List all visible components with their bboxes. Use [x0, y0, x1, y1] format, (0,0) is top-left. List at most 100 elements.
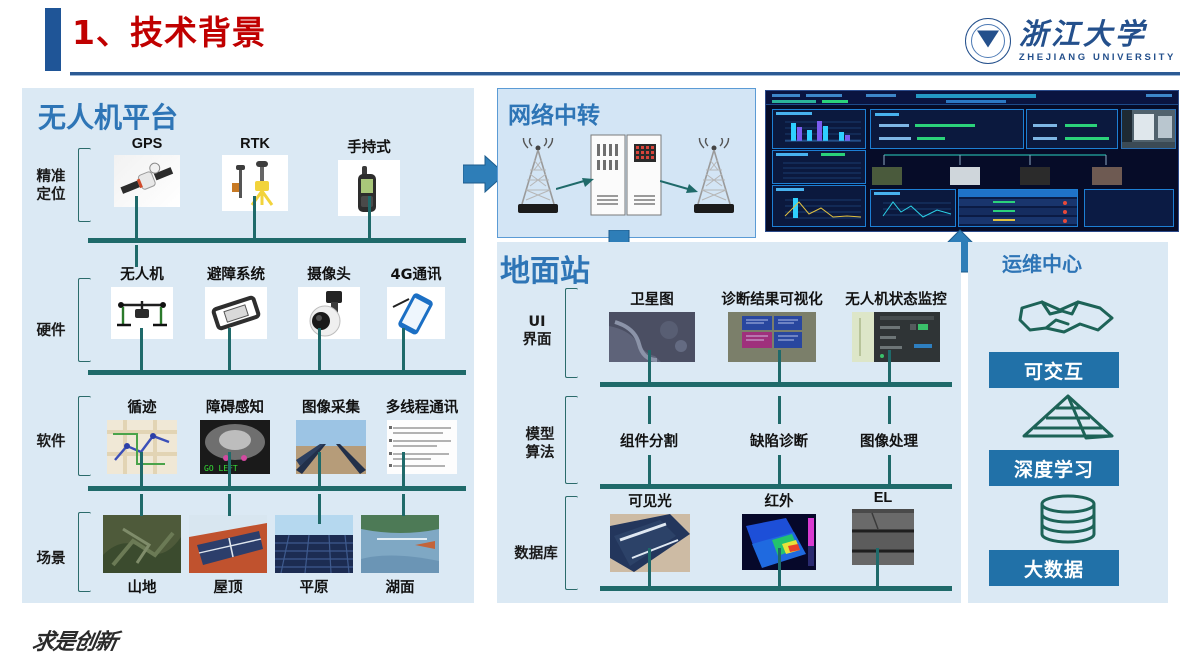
row-label-model: 模型 算法 — [525, 427, 555, 462]
lake-thumbnail — [361, 515, 439, 573]
stem-img-down — [888, 455, 891, 485]
stem-def-up — [778, 396, 781, 424]
ops-button-interactive[interactable]: 可交互 — [989, 352, 1119, 388]
footer-motto: 求是创新 — [30, 629, 119, 655]
pyramid-icon — [1008, 392, 1128, 442]
obstacle-system-thumbnail — [205, 287, 267, 339]
zju-emblem-icon — [964, 18, 1011, 64]
stem-plain — [318, 494, 321, 524]
item-plain[interactable]: 平原 — [272, 512, 356, 597]
uav-platform-title: 无人机平台 — [38, 101, 179, 134]
relay-server-rack-icon — [590, 134, 662, 221]
stem-4g — [402, 328, 405, 370]
relay-tower-transmit-icon — [510, 129, 566, 223]
ops-button-deep-learning[interactable]: 深度学习 — [989, 450, 1119, 486]
bus-positioning — [88, 238, 466, 243]
relay-arrow-1-icon — [555, 175, 596, 200]
row-label-positioning: 精准 定位 — [36, 169, 66, 204]
arrow-uav-to-relay — [462, 154, 507, 199]
camera-thumbnail — [298, 287, 360, 339]
item-tracking[interactable]: 循迹 — [103, 396, 181, 474]
item-diagnosis-visual[interactable]: 诊断结果可视化 — [712, 288, 832, 362]
ops-button-interactive-label: 可交互 — [1023, 360, 1084, 383]
bracket-database — [565, 496, 578, 590]
handshake-icon — [1008, 294, 1128, 342]
item-multithread[interactable]: 多线程通讯 — [372, 396, 472, 474]
plain-thumbnail — [275, 515, 353, 573]
item-defect-diagnosis[interactable]: 缺陷诊断 — [750, 434, 808, 450]
stem-sensing — [228, 452, 231, 486]
stem-uav-status — [888, 350, 891, 382]
ops-button-big-data-label: 大数据 — [1023, 558, 1084, 581]
el-thumbnail — [852, 509, 914, 565]
item-mountain[interactable]: 山地 — [100, 512, 184, 597]
bracket-hardware — [78, 278, 91, 362]
row-label-software: 软件 — [36, 434, 66, 450]
item-image-processing[interactable]: 图像处理 — [860, 434, 918, 450]
item-rooftop[interactable]: 屋顶 — [186, 512, 270, 597]
item-4g[interactable]: 4G通讯 — [375, 263, 457, 339]
svg-text:GO LEFT: GO LEFT — [204, 464, 238, 473]
item-camera[interactable]: 摄像头 — [290, 263, 368, 339]
diagnosis-visual-thumbnail — [728, 312, 816, 362]
ground-station-title: 地面站 — [500, 254, 590, 289]
bracket-positioning — [78, 148, 91, 222]
monitoring-dashboard-screenshot — [765, 90, 1179, 232]
item-gps[interactable]: GPS — [103, 136, 191, 207]
item-obstacle-system[interactable]: 避障系统 — [190, 263, 282, 339]
stem-capture — [318, 452, 321, 486]
visible-light-thumbnail — [610, 514, 690, 572]
item-module-segmentation[interactable]: 组件分割 — [620, 434, 678, 450]
stem-camera — [318, 328, 321, 370]
item-image-capture[interactable]: 图像采集 — [290, 396, 372, 474]
4g-thumbnail — [387, 287, 445, 339]
stem-obstacle — [228, 328, 231, 370]
row-label-hardware: 硬件 — [36, 323, 66, 339]
uav-status-thumbnail — [852, 312, 940, 362]
stem-gps — [135, 196, 138, 238]
stem-mountain — [140, 494, 143, 516]
item-el[interactable]: EL — [846, 490, 920, 565]
network-relay-title: 网络中转 — [508, 103, 600, 129]
item-satellite-map[interactable]: 卫星图 — [602, 288, 702, 362]
title-underline-secondary — [70, 75, 1180, 76]
satellite-map-thumbnail — [609, 312, 695, 362]
page-title: 1、技术背景 — [72, 13, 266, 52]
stem-infrared — [778, 548, 781, 586]
image-capture-thumbnail — [296, 420, 366, 474]
stem-tracking — [140, 452, 143, 486]
bracket-ui — [565, 288, 578, 378]
bus-software — [88, 486, 466, 491]
item-drone[interactable]: 无人机 — [103, 263, 181, 339]
relay-arrow-2-icon — [659, 175, 700, 200]
stem-img-up — [888, 396, 891, 424]
tracking-thumbnail — [107, 420, 177, 474]
item-obstacle-sensing[interactable]: 障碍感知 GO LEFT — [188, 396, 282, 474]
bus-ui — [600, 382, 952, 387]
item-lake[interactable]: 湖面 — [358, 512, 442, 597]
item-uav-status[interactable]: 无人机状态监控 — [836, 288, 956, 362]
obstacle-sensing-thumbnail: GO LEFT — [200, 420, 270, 474]
ops-button-big-data[interactable]: 大数据 — [989, 550, 1119, 586]
title-accent-bar — [45, 8, 61, 71]
bus-database — [600, 586, 952, 591]
stem-seg-down — [648, 455, 651, 485]
stem-multithread — [402, 452, 405, 486]
stem-seg-up — [648, 396, 651, 424]
bracket-model — [565, 396, 578, 484]
logo-name-cn: 浙江大学 — [1018, 16, 1147, 51]
stem-rooftop — [228, 494, 231, 516]
stem-el — [876, 548, 879, 586]
database-icon — [1008, 494, 1128, 544]
ops-center-title: 运维中心 — [1002, 252, 1082, 276]
bracket-software — [78, 396, 91, 476]
stem-diagnosis — [778, 350, 781, 382]
item-visible-light[interactable]: 可见光 — [610, 490, 690, 572]
rooftop-thumbnail — [189, 515, 267, 573]
bus-hardware — [88, 370, 466, 375]
stem-def-down — [778, 455, 781, 485]
ops-button-deep-learning-label: 深度学习 — [1013, 458, 1094, 481]
title-underline — [70, 72, 1180, 75]
multithread-thumbnail — [387, 420, 457, 474]
